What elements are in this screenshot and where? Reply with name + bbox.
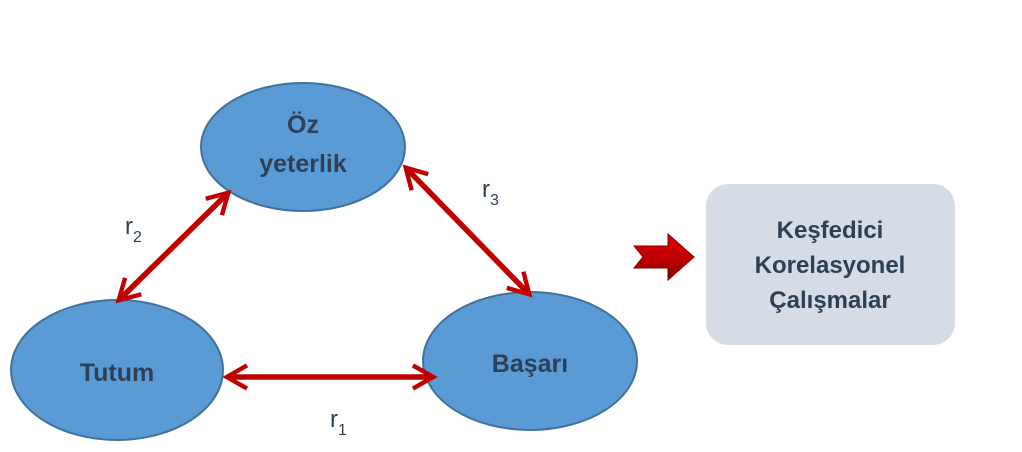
node-basari: Başarı bbox=[422, 291, 638, 431]
node-tutum: Tutum bbox=[10, 299, 224, 441]
node-oz-yeterlik-line1: Öz bbox=[287, 110, 319, 139]
right-arrow-icon bbox=[632, 232, 695, 282]
arrow-r3 bbox=[408, 170, 527, 292]
label-r1: r1 bbox=[330, 406, 347, 439]
label-r2: r2 bbox=[125, 213, 142, 246]
arrow-r2 bbox=[121, 195, 226, 298]
node-oz-yeterlik-line2: yeterlik bbox=[259, 150, 347, 178]
result-box: Keşfedici Korelasyonel Çalışmalar bbox=[706, 184, 955, 345]
result-box-line1: Keşfedici bbox=[777, 217, 884, 244]
node-tutum-label: Tutum bbox=[80, 359, 155, 387]
label-r3: r3 bbox=[482, 176, 499, 209]
result-box-line2: Korelasyonel bbox=[755, 252, 906, 279]
result-box-line3: Çalışmalar bbox=[769, 287, 890, 314]
node-basari-label: Başarı bbox=[492, 350, 568, 378]
node-oz-yeterlik: Öz yeterlik bbox=[200, 82, 406, 212]
